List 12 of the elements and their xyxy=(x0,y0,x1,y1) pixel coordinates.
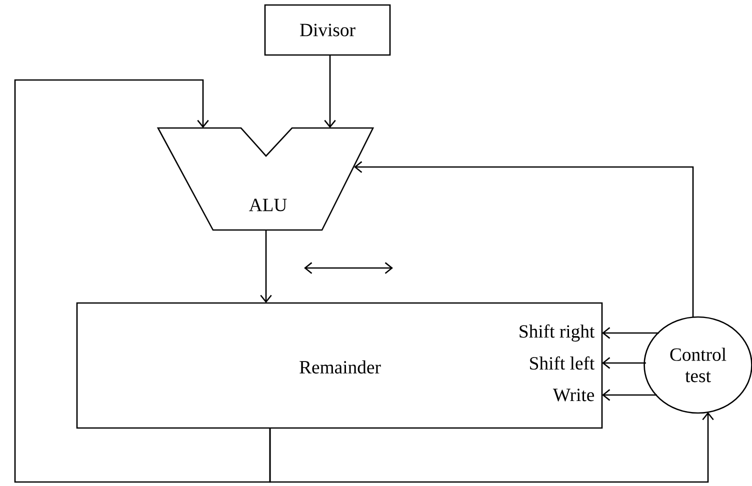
arrow xyxy=(269,412,714,483)
arrow xyxy=(324,55,336,128)
arrow xyxy=(260,230,272,303)
signal-label: Shift left xyxy=(530,356,595,370)
arrow xyxy=(602,357,646,369)
arrow xyxy=(14,79,271,483)
signal-label: Write xyxy=(552,388,594,402)
arrow xyxy=(354,161,694,317)
arrow xyxy=(602,389,657,401)
arrow xyxy=(602,327,659,339)
register-box: Divisor xyxy=(264,4,391,56)
signal-label: Shift right xyxy=(520,324,595,342)
